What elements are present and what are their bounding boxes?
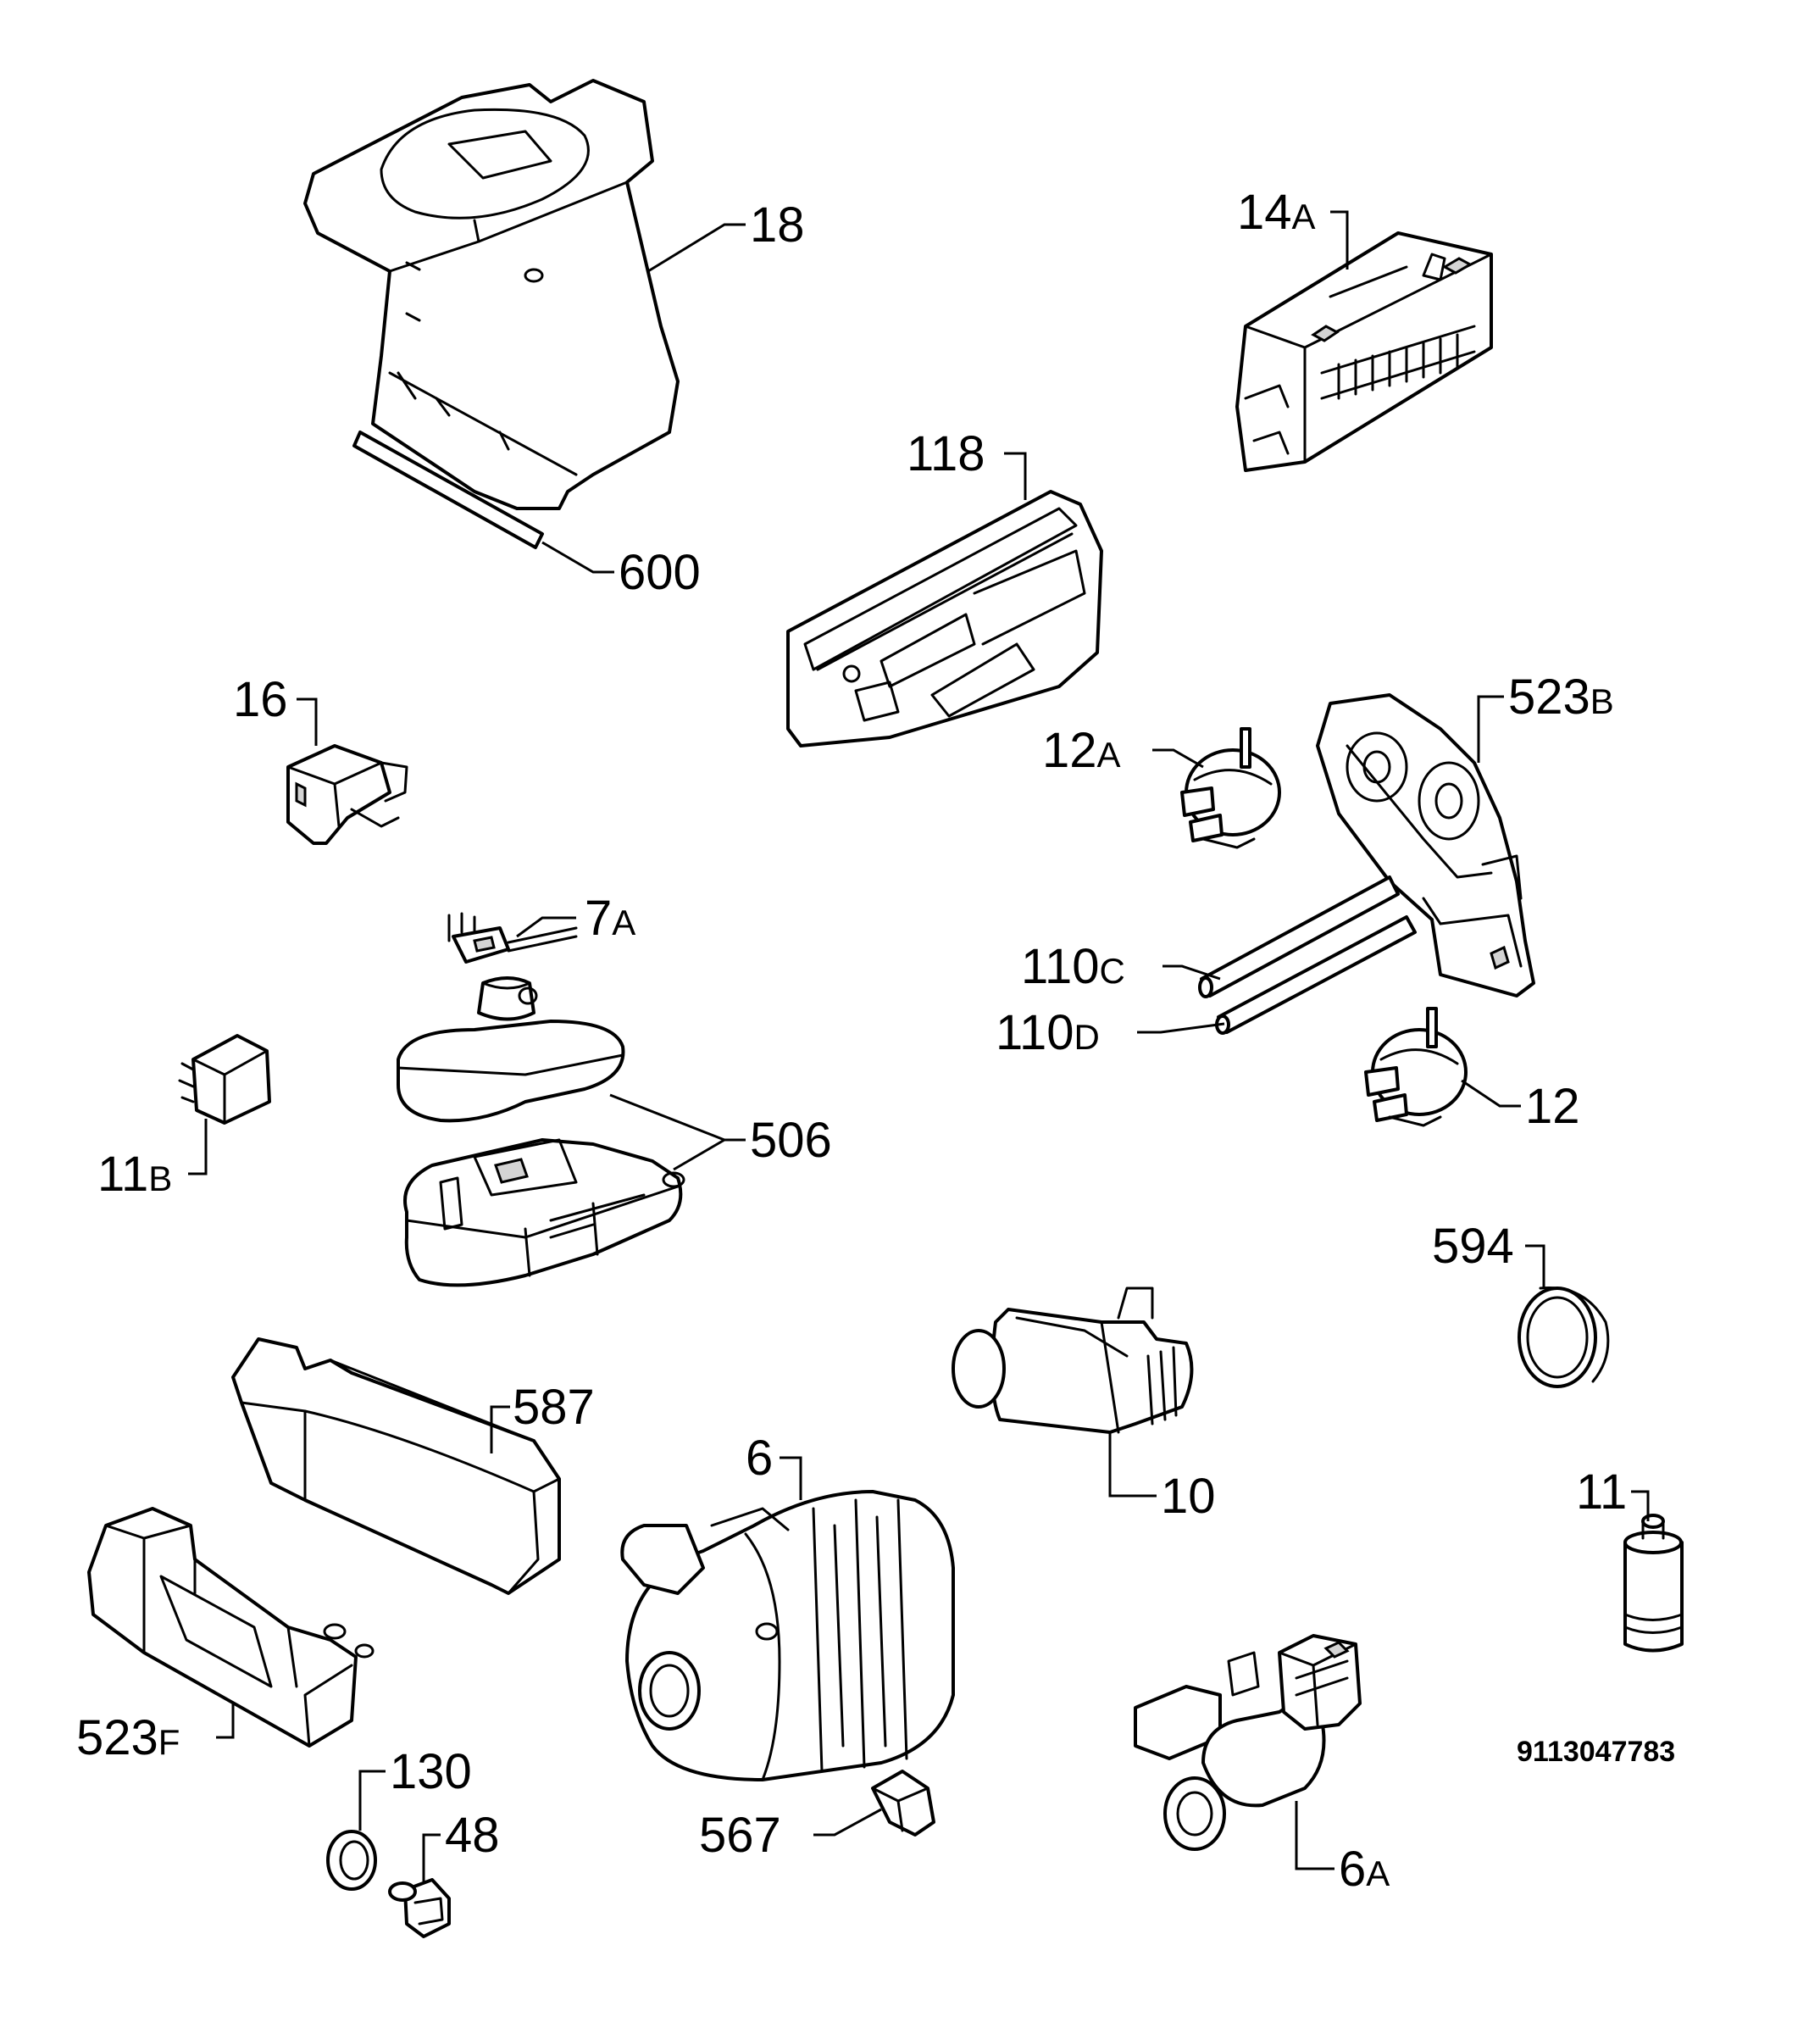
part-523b-drawing xyxy=(1316,693,1535,998)
part-12-drawing xyxy=(1364,1007,1468,1127)
label-14a: 14A xyxy=(1237,185,1316,240)
leader-12 xyxy=(1461,1079,1521,1108)
leader-lines xyxy=(188,210,1650,1881)
label-594: 594 xyxy=(1432,1219,1514,1274)
leader-48 xyxy=(422,1833,441,1881)
leader-110c xyxy=(1162,964,1221,981)
label-6: 6 xyxy=(746,1431,773,1486)
leader-14a xyxy=(1330,210,1349,270)
leader-587 xyxy=(490,1405,510,1453)
leader-523b xyxy=(1477,695,1504,763)
part-11-drawing xyxy=(1623,1514,1684,1653)
leader-600 xyxy=(541,541,614,574)
label-12a: 12A xyxy=(1042,723,1121,778)
label-11: 11 xyxy=(1576,1464,1627,1520)
part-130-drawing xyxy=(326,1830,377,1891)
part-12a-drawing xyxy=(1180,727,1281,849)
part-18-drawing xyxy=(303,79,680,510)
part-10-drawing xyxy=(952,1287,1194,1434)
label-18: 18 xyxy=(750,197,805,253)
leader-11 xyxy=(1631,1490,1650,1521)
part-7a-drawing xyxy=(447,912,578,964)
leader-11b xyxy=(188,1119,208,1175)
leader-12a xyxy=(1152,748,1204,769)
label-506: 506 xyxy=(750,1113,832,1168)
label-567: 567 xyxy=(699,1808,781,1863)
label-10: 10 xyxy=(1161,1469,1216,1524)
label-110c: 110C xyxy=(1021,939,1125,994)
leader-6a xyxy=(1295,1801,1334,1870)
label-523b: 523B xyxy=(1508,670,1614,725)
part-14a-drawing xyxy=(1235,231,1493,472)
label-118: 118 xyxy=(907,426,985,481)
label-7a: 7A xyxy=(585,891,635,946)
label-48: 48 xyxy=(445,1808,500,1863)
part-11b-drawing xyxy=(178,1034,271,1125)
leader-18 xyxy=(647,223,746,273)
part-16-drawing xyxy=(286,744,408,845)
leader-10 xyxy=(1108,1432,1157,1498)
label-11b: 11B xyxy=(97,1147,172,1202)
leader-506 xyxy=(609,1093,746,1171)
leader-594 xyxy=(1525,1244,1545,1288)
drawing-code: 9113047783 xyxy=(1517,1736,1675,1768)
label-600: 600 xyxy=(619,545,701,600)
part-567-drawing xyxy=(871,1770,935,1837)
part-506-lower-drawing xyxy=(403,1138,685,1287)
label-523f: 523F xyxy=(76,1710,180,1765)
part-506-upper-drawing xyxy=(397,976,625,1123)
part-523f-drawing xyxy=(87,1507,375,1748)
leader-16 xyxy=(297,697,318,746)
leader-110d xyxy=(1137,1022,1225,1034)
label-12: 12 xyxy=(1525,1079,1580,1134)
part-48-drawing xyxy=(388,1878,451,1938)
leader-130 xyxy=(358,1770,386,1831)
part-600-drawing xyxy=(352,431,544,549)
leader-567 xyxy=(813,1808,882,1837)
part-6a-drawing xyxy=(1134,1634,1362,1851)
part-587-drawing xyxy=(231,1337,561,1595)
leader-7a xyxy=(516,916,576,938)
label-130: 130 xyxy=(390,1744,472,1799)
leader-6 xyxy=(780,1456,802,1500)
label-6a: 6A xyxy=(1339,1842,1390,1897)
leader-118 xyxy=(1004,452,1027,500)
callout-labels: 18 600 14A 118 16 12A 523B 7A 110C 110D … xyxy=(76,185,1675,1897)
label-16: 16 xyxy=(233,672,288,727)
part-110c-drawing xyxy=(1198,875,1400,998)
part-594-drawing xyxy=(1518,1287,1610,1388)
label-587: 587 xyxy=(513,1380,595,1435)
label-110d: 110D xyxy=(996,1005,1100,1060)
part-118-drawing xyxy=(786,490,1103,747)
leader-523f xyxy=(216,1703,235,1739)
part-6-drawing xyxy=(620,1490,955,1781)
